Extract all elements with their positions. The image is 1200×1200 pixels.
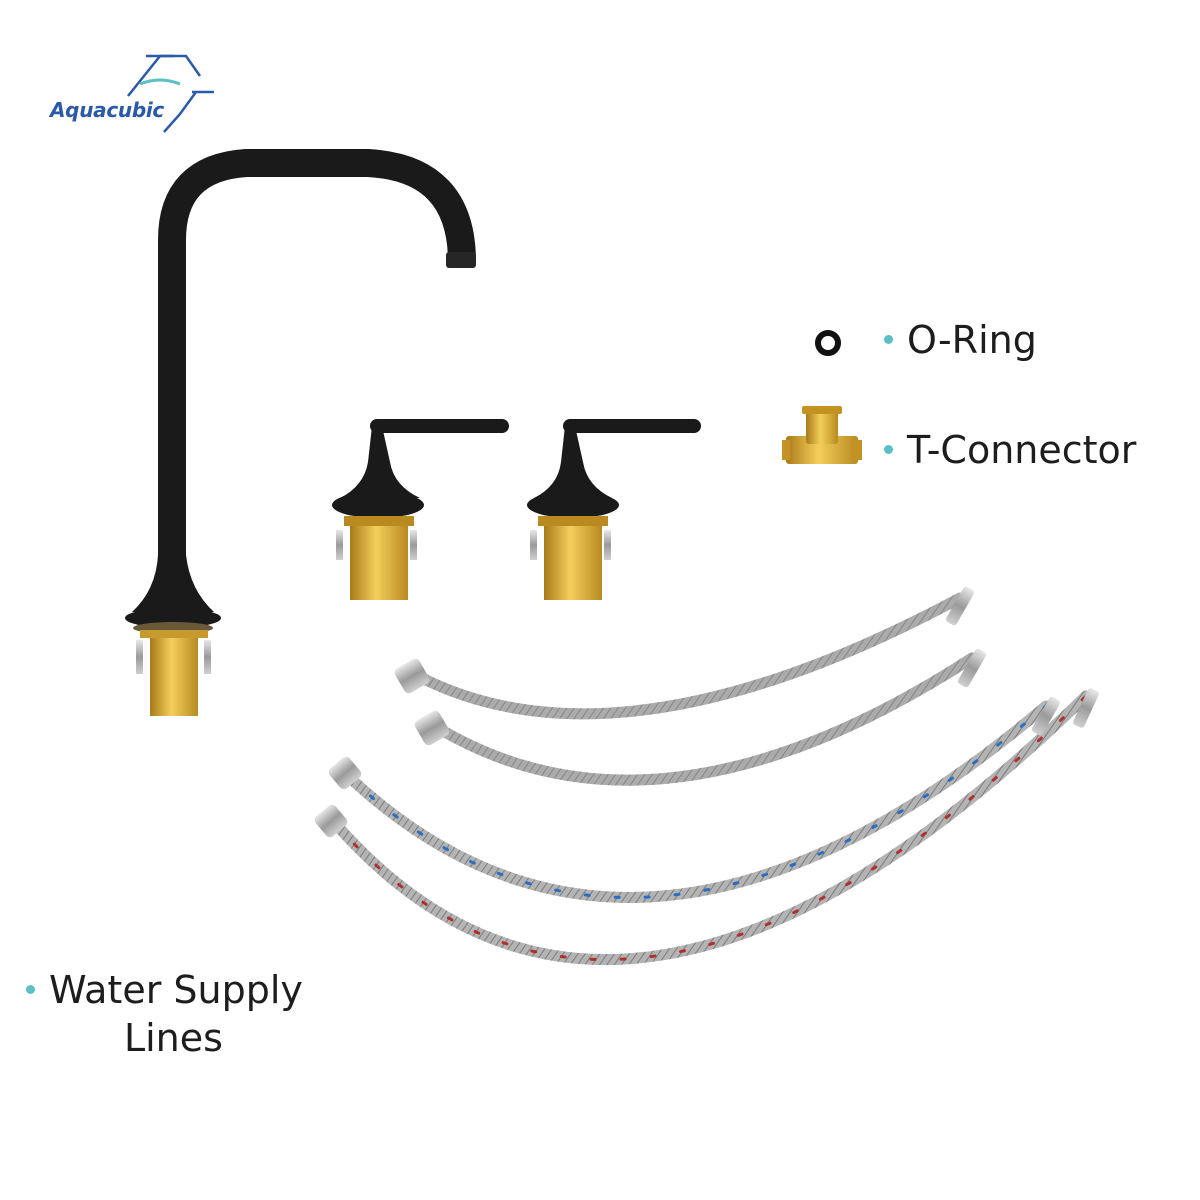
water-supply-lines-label: Water Supply Lines bbox=[26, 966, 303, 1062]
t-connector-icon bbox=[782, 406, 862, 464]
aquacubic-logo-icon bbox=[127, 54, 214, 133]
water-supply-hoses bbox=[328, 592, 1092, 965]
bullet-icon bbox=[26, 985, 35, 994]
hose-1 bbox=[412, 592, 966, 720]
o-ring-label-text: O-Ring bbox=[907, 318, 1037, 362]
t-connector-label: T-Connector bbox=[884, 426, 1136, 474]
o-ring-label: O-Ring bbox=[884, 316, 1037, 364]
o-ring-icon bbox=[815, 330, 841, 356]
water-supply-label-line2: Lines bbox=[123, 1016, 223, 1060]
t-connector-label-text: T-Connector bbox=[907, 428, 1137, 472]
brand-logo-text: Aquacubic bbox=[50, 98, 164, 122]
hose-fittings bbox=[314, 586, 1099, 838]
faucet-handle-right bbox=[527, 419, 701, 600]
bullet-icon bbox=[884, 335, 893, 344]
water-supply-label-line1: Water Supply bbox=[49, 968, 303, 1012]
bullet-icon bbox=[884, 445, 893, 454]
faucet-handle-left bbox=[332, 419, 509, 600]
faucet-spout bbox=[125, 149, 476, 716]
hose-4 bbox=[328, 690, 1092, 965]
hose-2 bbox=[432, 652, 978, 786]
hose-3 bbox=[342, 700, 1052, 903]
